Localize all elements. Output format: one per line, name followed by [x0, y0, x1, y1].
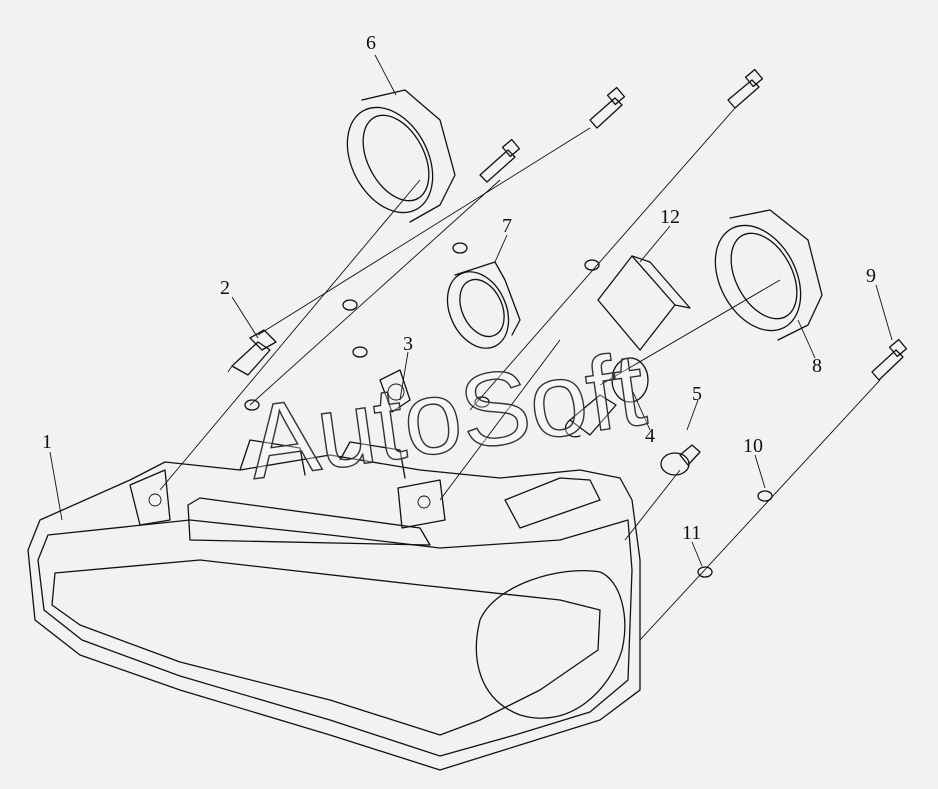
callout-1: 1 [42, 431, 52, 453]
assembly-line-g [624, 469, 681, 541]
callout-9: 9 [866, 265, 876, 287]
callout-7: 7 [502, 215, 512, 237]
leader-line-3 [399, 351, 409, 401]
callout-6: 6 [366, 32, 376, 54]
leader-line-5 [686, 399, 699, 431]
leader-line-10 [754, 454, 766, 489]
washer [452, 242, 468, 254]
leader-line-4 [632, 391, 651, 431]
headlamp-housing [27, 439, 641, 771]
assembly-line-h [439, 339, 561, 501]
callout-5: 5 [692, 383, 702, 405]
leader-line-2 [231, 296, 259, 339]
leader-line-9 [875, 284, 893, 341]
leader-line-6 [374, 54, 397, 96]
washer [342, 299, 358, 311]
callout-labels: 1 2 3 4 5 6 7 8 9 10 11 12 [42, 32, 876, 544]
assembly-line-b [257, 127, 591, 336]
bulb-retainer [446, 261, 521, 349]
screw-right [871, 338, 908, 381]
screw-upper-left [479, 138, 521, 183]
control-module [597, 255, 691, 351]
screws [479, 68, 908, 381]
washers [244, 242, 773, 578]
washer [474, 396, 490, 408]
bulb-wedge [660, 444, 701, 476]
callout-12: 12 [660, 206, 680, 228]
bulb-small [227, 329, 277, 376]
callout-2: 2 [220, 277, 230, 299]
callout-11: 11 [682, 522, 701, 544]
leader-lines [49, 54, 893, 641]
assembly-line-c [249, 179, 501, 406]
washer [584, 259, 600, 271]
washer-10 [757, 490, 773, 502]
washer-11 [697, 566, 713, 578]
screw-upper-mid [589, 86, 626, 129]
assembly-line-e [599, 279, 781, 386]
assembly-line-a [159, 179, 421, 491]
callout-8: 8 [812, 355, 822, 377]
washer [352, 346, 368, 358]
callout-10: 10 [743, 435, 763, 457]
callout-3: 3 [403, 333, 413, 355]
cover-ring-lower [714, 209, 823, 341]
leader-line-7 [494, 234, 508, 263]
leader-line-11 [691, 541, 703, 567]
leader-line-1 [49, 451, 63, 521]
leader-line-8 [797, 319, 816, 359]
assembly-line-f [639, 379, 881, 641]
assembly-line-d [469, 107, 736, 411]
bulb-h4 [564, 357, 649, 438]
bulb-main [379, 369, 411, 413]
callout-4: 4 [645, 425, 655, 447]
cover-ring-upper [346, 89, 456, 223]
screw-upper-right [727, 68, 764, 109]
leader-line-12 [639, 225, 671, 263]
watermark-text: AutoSoft [241, 331, 652, 501]
washer [244, 399, 260, 411]
